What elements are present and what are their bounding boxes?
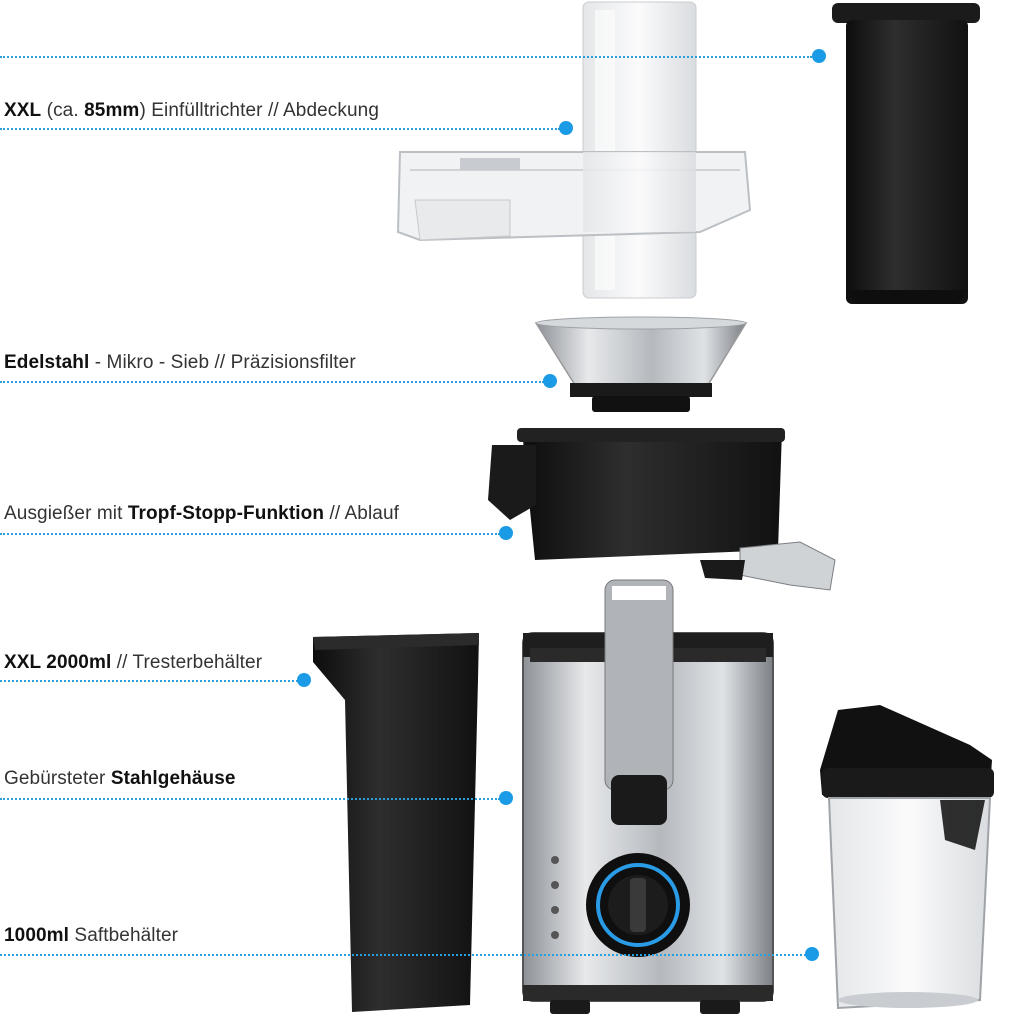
- label-spout: Ausgießer mit Tropf-Stopp-Funktion // Ab…: [4, 503, 399, 525]
- sieve-icon: [534, 316, 748, 412]
- label-juice-part: Saftbehälter: [69, 925, 179, 946]
- label-sieve: Edelstahl - Mikro - Sieb // Präzisionsfi…: [4, 352, 356, 374]
- label-spout-part: // Ablauf: [324, 503, 400, 524]
- label-pulp-part: XXL 2000ml: [4, 652, 112, 673]
- lid-icon: [396, 151, 752, 242]
- callout-line-juice: [0, 954, 806, 956]
- label-pulp: XXL 2000ml // Tresterbehälter: [4, 652, 262, 674]
- label-housing-part: Gebürsteter: [4, 768, 111, 789]
- callout-line-housing: [0, 798, 500, 800]
- label-housing-part: Stahlgehäuse: [110, 768, 236, 789]
- label-spout-part: Tropf-Stopp-Funktion: [127, 503, 325, 524]
- speed-dial-icon: [551, 853, 690, 957]
- pulp-container-icon: [313, 633, 479, 1012]
- label-lid-part: XXL: [4, 100, 42, 121]
- callout-dot-pusher: [812, 49, 826, 63]
- label-lid: XXL (ca. 85mm) Einfülltrichter // Abdeck…: [4, 100, 379, 122]
- callout-dot-spout: [499, 526, 513, 540]
- juice-jug-icon: [820, 705, 994, 1010]
- callout-line-spout: [0, 533, 500, 535]
- label-pulp-part: // Tresterbehälter: [111, 652, 263, 673]
- callout-line-lid: [0, 128, 560, 130]
- motor-base-icon: [522, 579, 774, 1014]
- label-lid-part: (ca.: [41, 100, 85, 121]
- label-lid-part: 85mm: [84, 100, 140, 121]
- label-juice: 1000ml Saftbehälter: [4, 925, 178, 947]
- spout-bowl-icon: [488, 428, 836, 591]
- pusher-icon: [832, 3, 980, 304]
- callout-dot-lid: [559, 121, 573, 135]
- callout-line-sieve: [0, 381, 544, 383]
- label-juice-part: 1000ml: [4, 925, 70, 946]
- callout-dot-housing: [499, 791, 513, 805]
- label-lid-part: ) Einfülltrichter // Abdeckung: [139, 100, 380, 121]
- callout-line-pusher: [0, 56, 812, 58]
- callout-dot-pulp: [297, 673, 311, 687]
- callout-dot-juice: [805, 947, 819, 961]
- label-sieve-part: - Mikro - Sieb // Präzisionsfilter: [89, 352, 356, 373]
- label-housing: Gebürsteter Stahlgehäuse: [4, 768, 236, 790]
- label-spout-part: Ausgießer mit: [4, 503, 128, 524]
- feed-chute-icon: [582, 1, 697, 299]
- callout-dot-sieve: [543, 374, 557, 388]
- label-sieve-part: Edelstahl: [4, 352, 90, 373]
- callout-line-pulp: [0, 680, 298, 682]
